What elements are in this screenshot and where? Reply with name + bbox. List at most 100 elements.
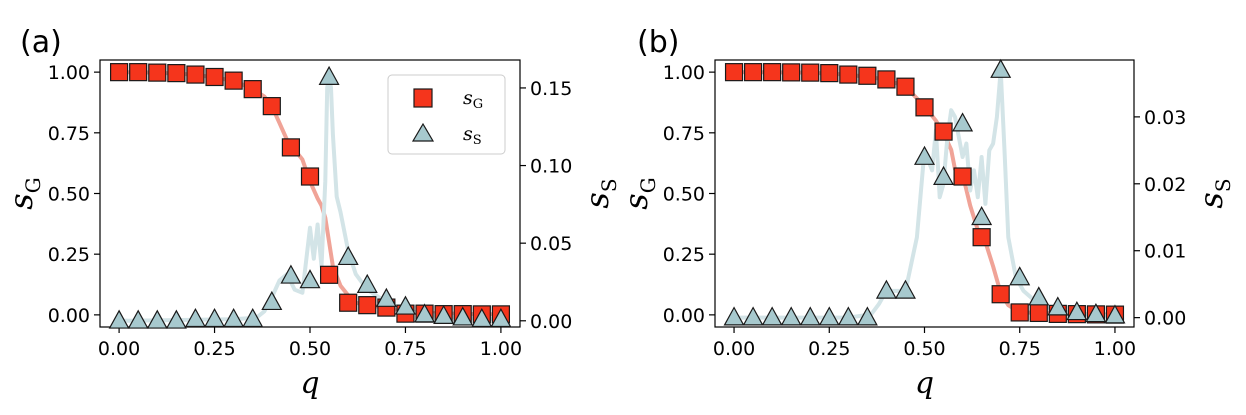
sG-point: [820, 64, 839, 83]
sS-point: [818, 306, 840, 326]
sS-point: [356, 273, 378, 293]
y-right-tick-label: 0.03: [1144, 107, 1186, 129]
y-left-label-text: sG: [617, 177, 660, 209]
sS-point: [280, 264, 302, 284]
sG-point: [167, 64, 186, 83]
y-right-label-text: sS: [1192, 178, 1235, 208]
sS-point: [933, 165, 955, 185]
y-left-label-text: sG: [2, 177, 45, 209]
sS-point: [856, 306, 878, 326]
sS-point: [894, 279, 916, 299]
sS-point: [913, 145, 936, 165]
sS-point: [1028, 286, 1050, 306]
sG-point: [339, 293, 358, 312]
y-left-label-main: s: [617, 193, 655, 209]
sG-point: [358, 296, 377, 315]
sS-point: [723, 306, 745, 326]
sS-point: [780, 306, 802, 326]
legend-label-sub: G: [473, 97, 483, 112]
sG-point: [782, 63, 801, 82]
sG-point: [972, 228, 991, 247]
legend-label-main: s: [463, 87, 473, 109]
y-right-label-sub: S: [597, 178, 621, 192]
y-left-tick-label: 0.25: [48, 244, 90, 266]
panel-label: (a): [20, 25, 62, 60]
x-axis-label: q: [300, 366, 319, 401]
sG-point: [896, 77, 915, 96]
sS-point: [799, 306, 821, 326]
y-right-tick-label: 0.00: [1144, 308, 1186, 330]
sG-point: [801, 63, 820, 82]
y-right-label-text: sS: [578, 178, 621, 208]
sG-point: [243, 80, 262, 99]
y-left-label-sub: G: [21, 177, 45, 193]
sS-point: [1047, 296, 1069, 316]
sS-point: [1066, 301, 1088, 321]
y-right-label-main: s: [578, 192, 616, 208]
sS-point: [742, 306, 764, 326]
sG-point: [877, 70, 896, 89]
y-left-label-main: s: [2, 193, 40, 209]
sS-point: [165, 309, 187, 329]
sG-point: [129, 63, 148, 82]
legend-triangle-marker: [411, 122, 435, 142]
sG-point: [281, 138, 301, 157]
legend-label-sub: S: [473, 133, 482, 148]
sS-point: [1085, 303, 1107, 323]
sS-curve-line: [117, 75, 503, 323]
sS-point: [490, 307, 512, 328]
y-left-label-sub: G: [636, 177, 660, 193]
y-left-axis-label: sG: [617, 177, 660, 209]
sG-point: [763, 63, 782, 82]
legend-label: sG: [463, 87, 483, 112]
sS-point: [108, 309, 130, 329]
y-right-tick-label: 0.15: [530, 78, 572, 100]
x-tick-label: 0.00: [98, 338, 140, 360]
y-left-tick-label: 0.75: [663, 123, 705, 145]
sS-point: [761, 306, 783, 326]
sS-point: [971, 205, 993, 226]
y-right-label-sub: S: [1211, 178, 1235, 192]
sS-point: [952, 112, 974, 132]
y-right-tick-label: 0.10: [530, 156, 572, 178]
sS-point: [337, 245, 359, 266]
x-tick-label: 0.25: [193, 338, 235, 360]
y-right-tick-label: 0.05: [530, 233, 572, 255]
legend-label-main: s: [463, 123, 473, 145]
y-right-tick-label: 0.01: [1144, 241, 1186, 263]
x-axis-label: q: [915, 366, 934, 401]
sS-point: [471, 307, 493, 328]
y-left-tick-label: 0.50: [663, 184, 705, 206]
legend-label: sS: [463, 123, 482, 148]
y-left-tick-label: 0.75: [48, 123, 90, 145]
sG-point: [991, 285, 1010, 304]
y-right-label-main: s: [1192, 192, 1230, 208]
y-right-tick-label: 0.02: [1144, 174, 1186, 196]
sG-point: [743, 63, 763, 82]
sG-point: [724, 63, 744, 82]
sS-point: [223, 307, 245, 328]
sS-point: [318, 65, 340, 85]
y-right-axis-label: sS: [1192, 178, 1235, 208]
sS-point: [204, 307, 226, 328]
sS-point: [990, 58, 1012, 78]
sS-point: [414, 303, 436, 323]
sG-point: [205, 67, 224, 87]
x-tick-label: 1.00: [480, 338, 522, 360]
y-left-tick-label: 1.00: [663, 62, 705, 84]
sS-point: [452, 306, 474, 326]
x-tick-label: 0.25: [808, 338, 850, 360]
legend-square-marker: [413, 88, 433, 108]
x-tick-label: 0.75: [999, 338, 1041, 360]
sS-point: [261, 290, 283, 311]
sS-point: [394, 295, 416, 315]
sG-point: [858, 66, 877, 85]
sG-point: [934, 122, 953, 141]
sG-point: [953, 167, 972, 186]
sG-point: [109, 63, 129, 82]
sG-point: [915, 98, 934, 117]
y-left-tick-label: 1.00: [48, 62, 90, 84]
